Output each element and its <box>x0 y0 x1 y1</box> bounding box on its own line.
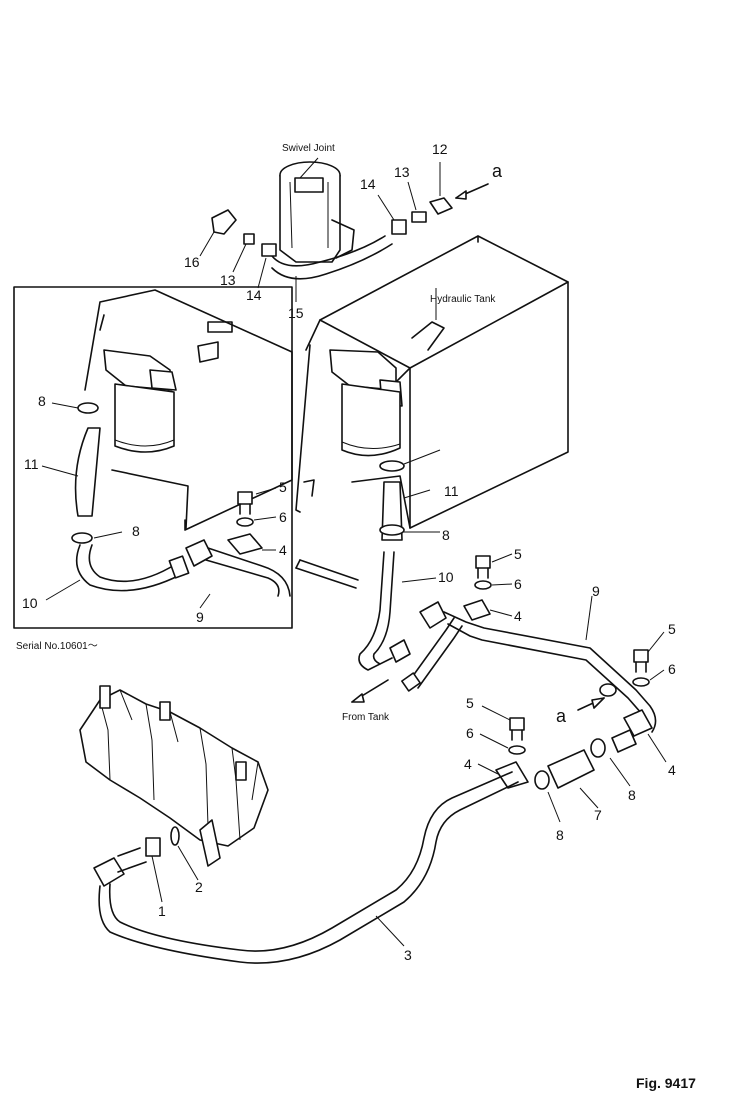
callout-10-inset: 10 <box>22 595 38 611</box>
callout-14-left: 14 <box>246 287 262 303</box>
plug-13-left <box>243 233 255 245</box>
callout-5-upper: 5 <box>514 546 522 562</box>
callout-6-right: 6 <box>668 661 676 677</box>
connector-12 <box>429 197 453 215</box>
callout-6-upper: 6 <box>514 576 522 592</box>
callout-8-lower-a: 8 <box>556 827 564 843</box>
hydraulic-tank-label: Hydraulic Tank <box>430 294 496 305</box>
callout-1: 1 <box>158 903 166 919</box>
tube-9 <box>419 601 657 733</box>
figure-number: Fig. 9417 <box>636 1075 696 1091</box>
callout-9-main: 9 <box>592 583 600 599</box>
tank-filter <box>329 349 403 457</box>
callout-8-tank: 8 <box>442 527 450 543</box>
callout-9-inset: 9 <box>196 609 204 625</box>
callout-4-upper: 4 <box>514 608 522 624</box>
clip-8-lower-a <box>534 770 550 790</box>
serial-inset-box <box>13 286 293 629</box>
callout-11-inset: 11 <box>24 456 39 472</box>
callout-8-inset-top: 8 <box>38 393 46 409</box>
callout-13-top: 13 <box>394 164 410 180</box>
nut-14-top <box>391 219 407 235</box>
callout-15: 15 <box>288 305 304 321</box>
callout-16: 16 <box>184 254 200 270</box>
top-leaders <box>199 157 441 302</box>
clip-8-lower-b <box>590 738 606 758</box>
callout-2: 2 <box>195 879 203 895</box>
hose-15 <box>271 235 393 280</box>
callout-12: 12 <box>432 141 448 157</box>
callout-13-left: 13 <box>220 272 236 288</box>
callout-4-lower: 4 <box>464 756 472 772</box>
inset-leaders <box>41 402 277 609</box>
tank-clip-3 <box>379 460 405 472</box>
elbow-fitting-16 <box>211 209 237 235</box>
from-tank-label: From Tank <box>342 712 390 723</box>
swivel-joint <box>279 161 355 263</box>
callout-14-top: 14 <box>360 176 376 192</box>
tank-clip-8 <box>379 524 405 536</box>
callout-6-inset: 6 <box>279 509 287 525</box>
callout-10-main: 10 <box>438 569 454 585</box>
nut-14-left <box>261 243 277 257</box>
callout-5-inset: 5 <box>279 479 287 495</box>
right-leaders <box>401 288 667 823</box>
callout-a-top: a <box>492 161 503 181</box>
adapter-13-top <box>411 211 427 223</box>
callout-8-inset-bottom: 8 <box>132 523 140 539</box>
tube-3 <box>93 771 519 964</box>
callout-5-lower: 5 <box>466 695 474 711</box>
lower-leaders <box>151 845 405 947</box>
callout-6-lower: 6 <box>466 725 474 741</box>
control-valve <box>79 685 269 867</box>
serial-number-label: Serial No.10601～ <box>16 641 98 652</box>
adapter-1 <box>145 837 161 857</box>
hydraulic-tank <box>295 235 569 529</box>
upper-clamp-assembly <box>463 555 492 621</box>
swivel-joint-label: Swivel Joint <box>282 143 335 154</box>
o-ring-2 <box>170 826 180 846</box>
callout-3: 3 <box>404 947 412 963</box>
callout-5-right: 5 <box>668 621 676 637</box>
callout-11-tank: 11 <box>444 483 459 499</box>
callout-4-right: 4 <box>668 762 676 778</box>
from-tank-hose <box>409 617 463 689</box>
callout-4-inset: 4 <box>279 542 287 558</box>
inset-filter <box>103 349 177 453</box>
lower-clamp-assembly <box>495 717 529 789</box>
hose-7 <box>547 749 595 789</box>
callout-a-mid: a <box>556 706 567 726</box>
watermark-arrow <box>295 559 359 589</box>
tube-10 <box>358 551 395 671</box>
callout-7: 7 <box>594 807 602 823</box>
callout-8-lower-b: 8 <box>628 787 636 803</box>
